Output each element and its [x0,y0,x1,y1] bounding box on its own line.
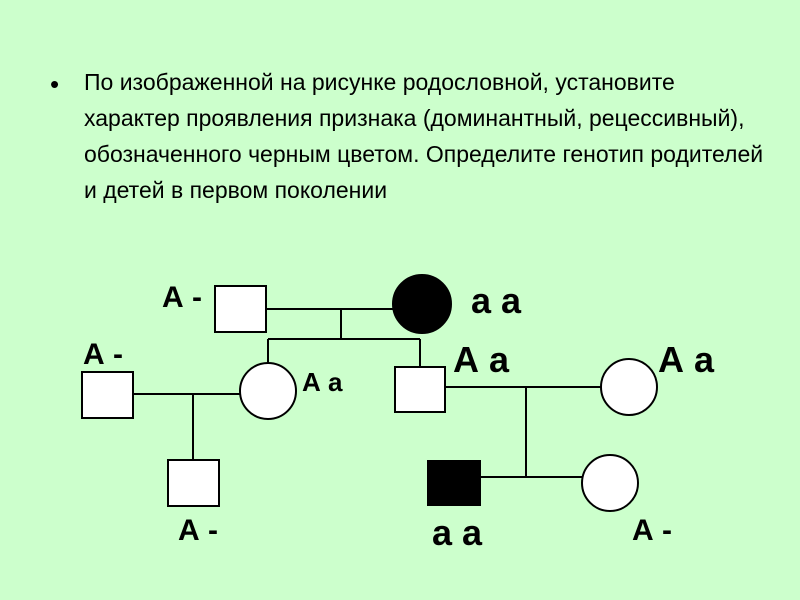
task-text: По изображенной на рисунке родословной, … [84,69,764,203]
female-grandmother-affected [392,274,452,334]
genotype-left-husband: А - [83,338,123,371]
female-daughter [239,362,297,420]
male-left-husband [81,371,134,419]
genotype-granddaughter: А - [632,514,672,547]
female-granddaughter [581,454,639,512]
male-left-child [167,459,220,507]
female-son-wife [600,358,658,416]
genotype-son-wife: А а [658,339,715,380]
male-affected-son [427,460,481,506]
male-grandfather [214,285,267,333]
genotype-grandmother: а а [471,280,522,321]
pedigree-lines [133,308,601,478]
genotype-daughter: А а [302,367,343,397]
bullet-marker: • [50,69,60,99]
genotype-affected-son: а а [432,512,483,553]
genotype-son: А а [453,339,510,380]
genotype-grandfather: А - [162,281,202,314]
male-son [394,366,446,413]
genotype-left-child: А - [178,514,218,547]
